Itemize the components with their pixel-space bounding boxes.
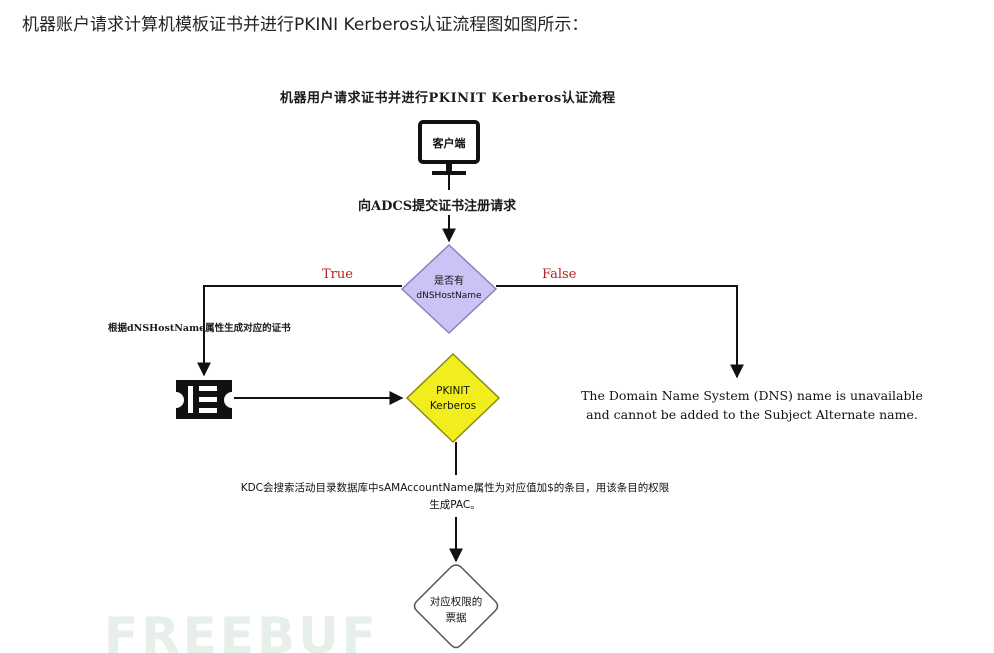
watermark-text: FREEBUF (104, 607, 379, 653)
ticket-label-line1: 对应权限的 (430, 595, 483, 608)
intro-text: 机器账户请求计算机模板证书并进行PKINI Kerberos认证流程图如图所示： (22, 15, 589, 35)
dns-error-message: The Domain Name System (DNS) name is una… (581, 388, 923, 422)
ticket-diamond (413, 564, 499, 649)
request-label: 向ADCS提交证书注册请求 (358, 199, 517, 214)
decision-label-line2: dNSHostName (416, 291, 482, 301)
decision-diamond (400, 243, 498, 335)
pkinit-label-line1: PKINIT (436, 385, 470, 397)
connector-false-branch (496, 285, 744, 379)
pkinit-label-line2: Kerberos (430, 400, 476, 412)
ticket-icon (176, 380, 232, 419)
kdc-message: KDC会搜索活动目录数据库中sAMAccountName属性为对应值加$的条目，… (240, 482, 670, 511)
client-label: 客户端 (432, 136, 466, 150)
connector-true-branch (197, 285, 402, 377)
generate-cert-label: 根据dNSHostName属性生成对应的证书 (108, 323, 291, 334)
pkinit-diamond (405, 352, 501, 444)
diagram-title: 机器用户请求证书并进行PKINIT Kerberos认证流程 (280, 91, 616, 106)
ticket-label-line2: 票据 (446, 611, 467, 624)
flowchart-canvas: 客户端 是否有 dNSHostName PKINIT Kerberos (176, 120, 744, 649)
false-label: False (542, 267, 577, 282)
true-label: True (322, 267, 353, 282)
decision-label-line1: 是否有 (434, 274, 464, 287)
watermark-logo: FREEBUF (104, 607, 379, 653)
monitor-icon (418, 120, 480, 175)
flowchart-figure: FREEBUF 客户端 是否有 dNSHostName (100, 55, 930, 653)
